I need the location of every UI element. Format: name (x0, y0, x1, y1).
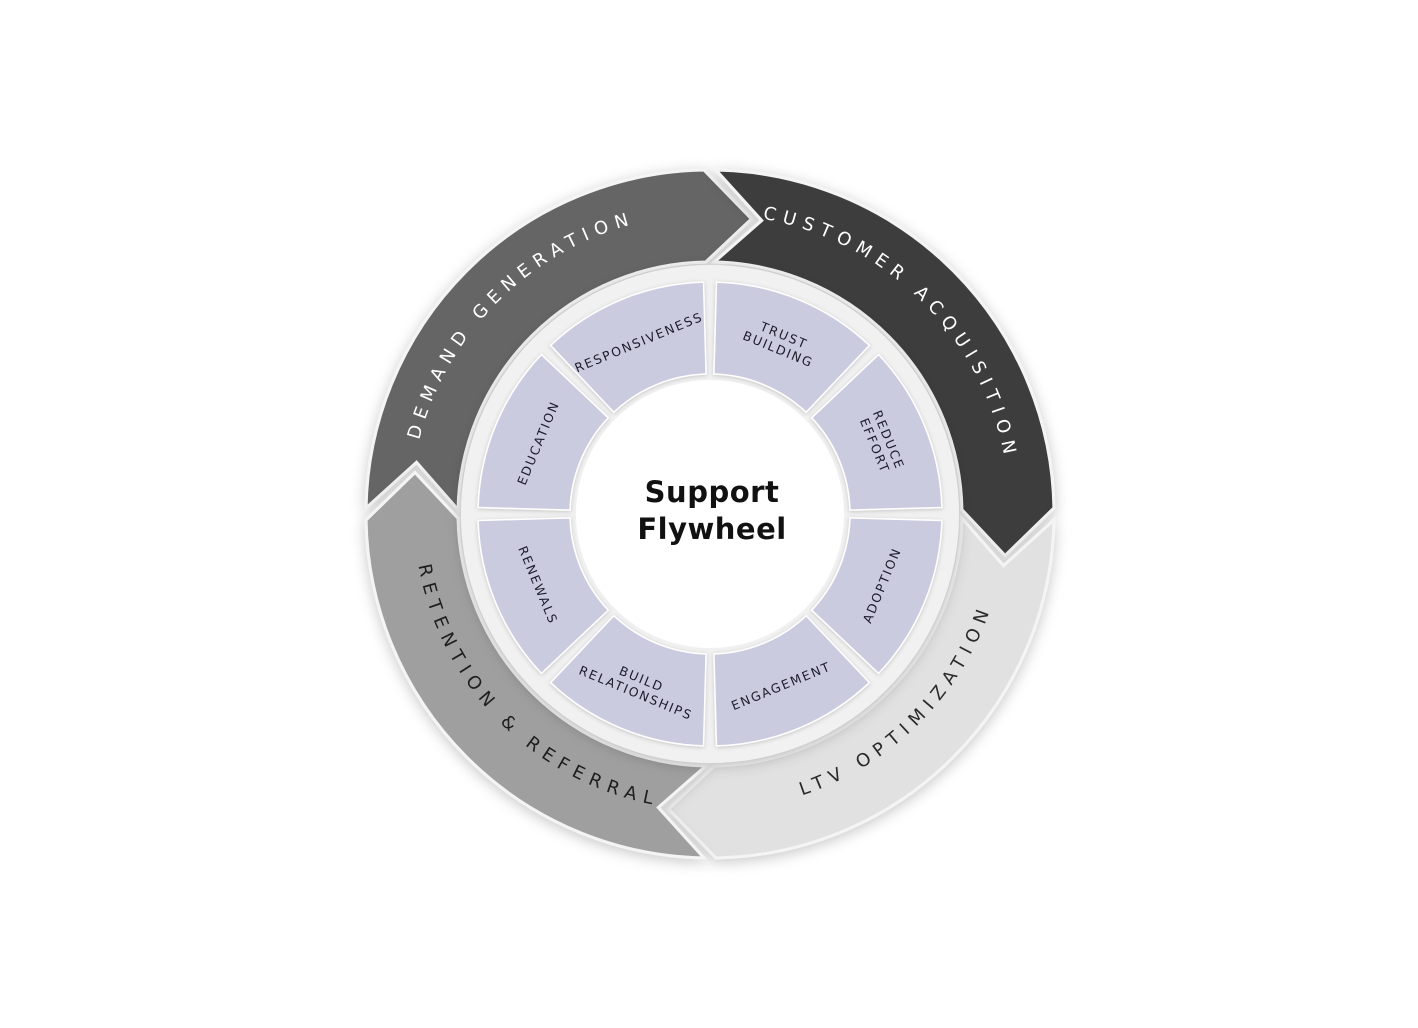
segment-renewals (477, 517, 610, 675)
outer-ring (364, 168, 1056, 860)
stage-arrow-retention-and-referral (364, 470, 710, 860)
segment-adoption (810, 517, 943, 675)
segment-responsiveness (549, 281, 707, 414)
segment-trust-building (713, 281, 871, 414)
center-title-line1: Support (644, 475, 780, 509)
inner-ring-background (461, 265, 959, 763)
center-hub (576, 380, 844, 648)
center-title: Support Flywheel (560, 474, 864, 548)
segment-build-relationships (549, 614, 707, 747)
segment-engagement (713, 614, 871, 747)
center-title-line2: Flywheel (637, 512, 787, 546)
segment-reduce-effort (810, 353, 943, 511)
stage-arrow-customer-acquisition (710, 168, 1056, 558)
segment-education (477, 353, 610, 511)
stage-arrow-demand-generation (364, 168, 754, 514)
stage-arrow-ltv-optimization (666, 514, 1056, 860)
